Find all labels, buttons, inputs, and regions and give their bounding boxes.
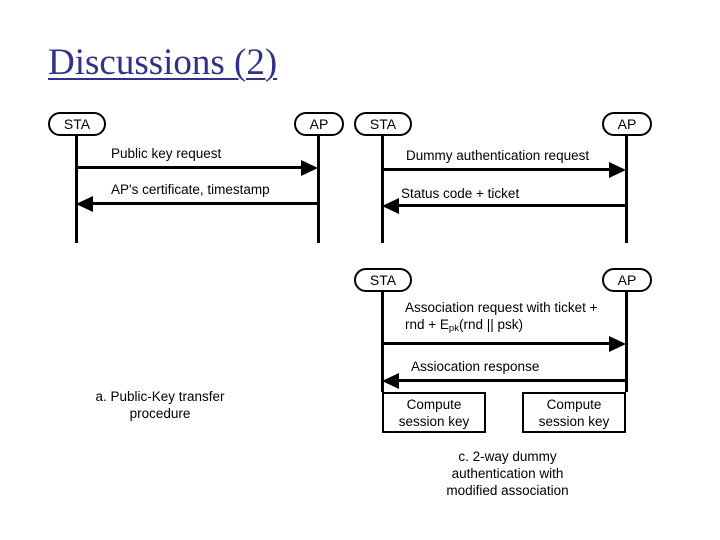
process-box-line-1: Compute [406, 396, 462, 412]
lifeline-ap [317, 136, 320, 243]
message-label-1-line-2: rnd + Epk(rnd || psk) [405, 316, 597, 337]
caption-line-1: c. 2-way dummy [458, 449, 557, 464]
caption-line-1: a. Public-Key transfer [95, 389, 225, 404]
actor-sta: STA [354, 112, 412, 136]
arrow-left-icon [382, 373, 399, 389]
message-label-2: AP's certificate, timestamp [111, 182, 270, 197]
message-line-1 [382, 168, 611, 171]
arrow-left-icon [382, 198, 399, 214]
message-label-1-line-1: Association request with ticket + [405, 300, 598, 315]
message-line-1 [382, 342, 611, 345]
process-box-ap-compute-session-key: Compute session key [522, 392, 626, 433]
message-label-1: Association request with ticket + rnd + … [405, 299, 597, 337]
formula-suffix: (rnd || psk) [458, 317, 523, 332]
formula-subscript: pk [448, 323, 459, 334]
message-line-2 [92, 202, 319, 205]
arrow-right-icon [301, 160, 318, 176]
sequence-diagram-dummy-authentication: STA AP Dummy authentication request Stat… [354, 112, 654, 247]
message-line-1 [76, 166, 303, 169]
actor-ap: AP [602, 268, 652, 292]
lifeline-sta [381, 136, 384, 243]
caption-diagram-a: a. Public-Key transfer procedure [60, 388, 260, 422]
arrow-right-icon [609, 162, 626, 178]
caption-line-2: procedure [129, 406, 191, 421]
sequence-diagram-public-key-transfer: STA AP Public key request AP's certifica… [48, 112, 348, 247]
caption-line-2: authentication with [451, 466, 564, 481]
lifeline-ap [625, 136, 628, 243]
actor-ap: AP [602, 112, 652, 136]
actor-sta: STA [48, 112, 106, 136]
message-line-2 [398, 204, 627, 207]
message-label-1: Dummy authentication request [406, 148, 590, 163]
actor-ap: AP [294, 112, 344, 136]
arrow-left-icon [76, 196, 93, 212]
message-label-1: Public key request [111, 146, 222, 161]
message-label-2: Assiocation response [411, 359, 540, 374]
page-title: Discussions (2) [48, 42, 278, 83]
process-box-line-2: session key [398, 413, 470, 429]
lifeline-ap [625, 292, 628, 392]
message-line-2 [398, 379, 627, 382]
message-label-2: Status code + ticket [401, 186, 520, 201]
process-box-line-1: Compute [546, 396, 602, 412]
sequence-diagram-modified-association: STA AP Association request with ticket +… [354, 268, 654, 438]
actor-sta: STA [354, 268, 412, 292]
process-box-sta-compute-session-key: Compute session key [382, 392, 486, 433]
caption-diagram-c: c. 2-way dummy authentication with modif… [400, 448, 615, 499]
formula-prefix: rnd + E [405, 317, 449, 332]
arrow-right-icon [609, 336, 626, 352]
process-box-line-2: session key [538, 413, 610, 429]
lifeline-sta [75, 136, 78, 243]
caption-line-3: modified association [446, 483, 569, 498]
